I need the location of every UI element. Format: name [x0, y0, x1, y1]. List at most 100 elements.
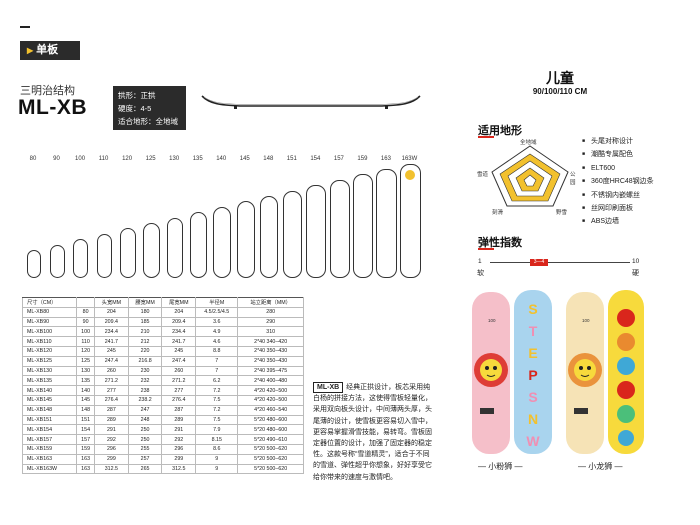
- size-label: 110: [98, 156, 109, 162]
- table-cell: 7.5: [195, 395, 239, 406]
- description-tag: ML-XB: [313, 382, 344, 393]
- table-cell: 5*20 500–620: [237, 454, 304, 465]
- pink-board-size: 100: [488, 318, 496, 323]
- flex-hard-label: 硬: [632, 270, 639, 277]
- flex-min: 1: [478, 258, 482, 265]
- table-cell: 185: [128, 317, 163, 328]
- feature-list: 头尾对称设计 潮酷专属配色 ELT600 360度HRC48钢边条 不锈钢内嵌螺…: [582, 135, 654, 229]
- flex-scale: 3—4 1 10 软 硬: [477, 257, 639, 277]
- size-label: 120: [122, 156, 133, 162]
- radar-label-backcountry: 野雪: [556, 210, 568, 216]
- table-cell: 280: [237, 307, 304, 318]
- table-cell: 277: [161, 385, 197, 396]
- kids-title: 儿童: [546, 70, 574, 86]
- table-cell: ML-XB130: [21, 366, 78, 377]
- flex-title-underline: [478, 248, 494, 250]
- table-cell: 4*20 420–500: [237, 395, 304, 406]
- feature-item: 潮酷专属配色: [582, 148, 654, 161]
- table-cell: 287: [161, 405, 197, 416]
- table-cell: 234.4: [94, 326, 129, 338]
- table-cell: 209.4: [161, 317, 197, 328]
- table-cell: 2*40 340–420: [237, 336, 304, 347]
- size-label: 163: [380, 156, 391, 162]
- table-cell: 204: [161, 307, 197, 318]
- table-cell: 247: [128, 405, 163, 416]
- description-text: 经典正拱设计，板芯采用纯白杨的拼接方法，这使得雪板轻量化，采用双向板头设计，中间…: [313, 384, 432, 481]
- model-title: ML-XB: [18, 96, 87, 119]
- size-label: 80: [29, 156, 37, 162]
- feature-item: 头尾对称设计: [582, 135, 654, 148]
- flex-max: 10: [632, 258, 640, 265]
- board-outline: [329, 179, 350, 278]
- board-outline: [399, 163, 421, 278]
- size-label: 145: [239, 156, 250, 162]
- board-side-profile: [201, 95, 421, 109]
- table-cell: 287: [94, 405, 129, 416]
- size-label: 151: [286, 156, 297, 162]
- board-outline: [353, 174, 374, 278]
- radar-label-carving: 刻滑: [492, 210, 504, 216]
- size-label: 90: [53, 156, 60, 162]
- board-outline: [259, 196, 279, 278]
- table-cell: ML-XB145: [21, 395, 78, 406]
- table-cell: 2*40 350–430: [237, 346, 304, 357]
- table-cell: 232: [128, 375, 163, 387]
- table-cell: ML-XB110: [21, 336, 78, 347]
- radar-label-snow-road: 雪道: [477, 172, 489, 178]
- table-cell: 204: [94, 307, 129, 318]
- category-tag: ▶单板: [20, 41, 80, 60]
- table-cell: 163: [76, 454, 95, 465]
- table-cell: 245: [94, 346, 129, 357]
- left-board-name: 小粉狮: [488, 462, 513, 471]
- table-cell: 7: [195, 366, 239, 377]
- table-cell: 7.9: [195, 424, 239, 436]
- size-spec-table: 尺寸（CM） 头宽MM 腰宽MM 尾宽MM 半径M 站立距离（MM） ML-XB…: [21, 297, 304, 475]
- table-cell: ML-XB90: [21, 317, 78, 328]
- size-label: 163W: [401, 156, 418, 162]
- left-board-name-line: — 小粉狮 —: [478, 462, 523, 471]
- board-outline: [119, 228, 136, 278]
- table-cell: 6.2: [195, 375, 239, 387]
- board-outline: [189, 212, 208, 278]
- table-cell: ML-XB163: [21, 454, 78, 465]
- board-outline: [213, 206, 231, 278]
- size-label: 125: [145, 156, 156, 162]
- table-cell: 120: [76, 346, 95, 357]
- table-cell: 8.6: [195, 444, 239, 455]
- terrain-radar: 全地域 公园 雪道 刻滑 野雪: [477, 140, 580, 216]
- size-label: 159: [357, 156, 368, 162]
- svg-text:T: T: [529, 323, 538, 339]
- table-cell: ML-XB140: [21, 385, 78, 396]
- lion-face-icon: [474, 353, 508, 387]
- table-cell: 140: [76, 385, 95, 396]
- size-label: 140: [216, 156, 227, 162]
- feature-item: ABS边墙: [582, 215, 654, 228]
- table-cell: ML-XB120: [21, 346, 78, 357]
- table-cell: 163: [76, 464, 95, 475]
- table-cell: 296: [94, 444, 129, 455]
- pink-board-logo: [480, 408, 494, 414]
- table-cell: 7.2: [195, 385, 239, 396]
- spec-terrain: 适合地形：全地域: [118, 117, 178, 126]
- board-outline: [73, 239, 89, 278]
- table-cell: 4*20 420–500: [237, 385, 304, 396]
- terrain-title-underline: [478, 136, 494, 138]
- table-cell: 289: [161, 415, 197, 426]
- table-cell: ML-XB148: [21, 405, 78, 416]
- svg-text:W: W: [526, 433, 540, 449]
- table-cell: 8.8: [195, 346, 239, 357]
- spec-camber: 拱形：正拱: [118, 91, 156, 100]
- board-outline: [283, 190, 303, 278]
- right-board-name: 小龙狮: [588, 462, 613, 471]
- table-cell: 135: [76, 375, 95, 387]
- feature-item: 丝网印刷面板: [582, 202, 654, 215]
